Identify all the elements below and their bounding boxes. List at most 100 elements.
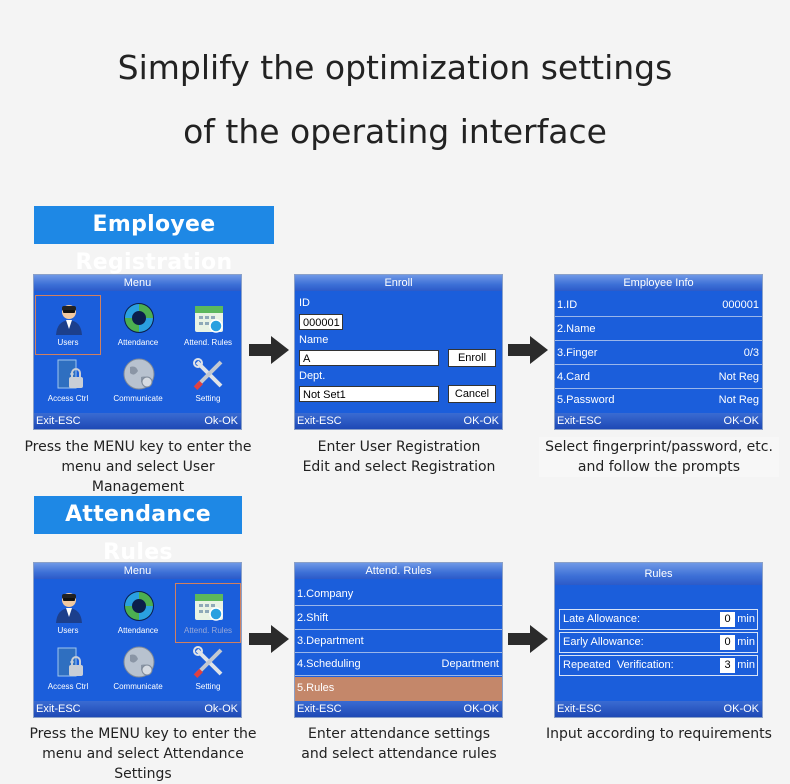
screen-footer: Exit-ESC OK-OK bbox=[295, 413, 502, 429]
globe-icon bbox=[123, 358, 155, 390]
ok-hint[interactable]: OK-OK bbox=[723, 703, 759, 715]
row-key: Repeated Verification: bbox=[563, 659, 674, 671]
rules-row-department[interactable]: 3.Department bbox=[295, 630, 502, 653]
unit-label: min bbox=[737, 613, 755, 625]
row-value: Not Reg bbox=[718, 371, 759, 383]
id-field[interactable]: 000001 bbox=[299, 314, 343, 330]
arrow-right-icon bbox=[249, 625, 289, 653]
rules-screen: Rules Late Allowance: 0 min Early Allowa… bbox=[554, 562, 763, 718]
menu-item-label: Setting bbox=[195, 394, 221, 403]
info-row-finger[interactable]: 3.Finger 0/3 bbox=[555, 342, 762, 365]
menu-item-communicate[interactable]: Communicate bbox=[106, 640, 170, 698]
globe-icon bbox=[123, 646, 155, 678]
exit-esc-hint[interactable]: Exit-ESC bbox=[36, 415, 81, 427]
early-allowance-row[interactable]: Early Allowance: 0 min bbox=[559, 632, 758, 653]
rules-row-company[interactable]: 1.Company bbox=[295, 583, 502, 606]
late-allowance-row[interactable]: Late Allowance: 0 min bbox=[559, 609, 758, 630]
ok-hint[interactable]: OK-OK bbox=[723, 415, 759, 427]
menu-item-label: Access Ctrl bbox=[47, 394, 89, 403]
cancel-button[interactable]: Cancel bbox=[448, 385, 496, 403]
arrow-right-icon bbox=[249, 336, 289, 364]
screen-title: Menu bbox=[34, 275, 241, 291]
menu-item-access-ctrl[interactable]: Access Ctrl bbox=[36, 640, 100, 698]
menu-item-users[interactable]: Users bbox=[36, 584, 100, 642]
repeated-verification-row[interactable]: Repeated Verification: 3 min bbox=[559, 655, 758, 676]
page-title-line-1: Simplify the optimization settings bbox=[117, 48, 673, 87]
section-label-registration: Employee Registration bbox=[34, 206, 274, 275]
exit-esc-hint[interactable]: Exit-ESC bbox=[557, 415, 602, 427]
menu-item-label: Attendance bbox=[117, 338, 159, 347]
unit-label: min bbox=[737, 659, 755, 671]
caption-line: Input according to requirements bbox=[546, 726, 772, 742]
menu-item-attendance[interactable]: Attendance bbox=[106, 584, 170, 642]
info-row-password[interactable]: 5.Password Not Reg bbox=[555, 389, 762, 412]
row-key: 1.Company bbox=[297, 588, 354, 600]
attendance-icon bbox=[124, 591, 154, 621]
menu-item-users[interactable]: Users bbox=[35, 295, 101, 355]
tools-icon bbox=[193, 358, 223, 390]
user-icon bbox=[56, 305, 82, 335]
rules-row-scheduling[interactable]: 4.Scheduling Department bbox=[295, 653, 502, 676]
dept-field[interactable]: Not Set1 bbox=[299, 386, 439, 402]
menu-item-label: Attend. Rules bbox=[183, 338, 233, 347]
info-row-card[interactable]: 4.Card Not Reg bbox=[555, 366, 762, 389]
screen-title: Attend. Rules bbox=[295, 563, 502, 579]
user-icon bbox=[56, 593, 82, 623]
menu-item-setting[interactable]: Setting bbox=[176, 640, 240, 698]
menu-item-communicate[interactable]: Communicate bbox=[106, 352, 170, 410]
screen-footer: Exit-ESC Ok-OK bbox=[34, 413, 241, 429]
rules-row-rules[interactable]: 5.Rules bbox=[295, 677, 502, 701]
ok-hint[interactable]: OK-OK bbox=[463, 415, 499, 427]
caption-step-2: Enter User Registration Edit and select … bbox=[279, 437, 519, 477]
menu-item-label: Users bbox=[57, 338, 79, 347]
info-row-id[interactable]: 1.ID 000001 bbox=[555, 294, 762, 317]
menu-item-setting[interactable]: Setting bbox=[176, 352, 240, 410]
early-allowance-input[interactable]: 0 bbox=[720, 635, 735, 650]
repeated-verification-input[interactable]: 3 bbox=[720, 658, 735, 673]
row-value: Department bbox=[441, 658, 499, 670]
ok-hint[interactable]: OK-OK bbox=[463, 703, 499, 715]
late-allowance-input[interactable]: 0 bbox=[720, 612, 735, 627]
row-key: 1.ID bbox=[557, 299, 578, 311]
row-value: Not Reg bbox=[718, 394, 759, 406]
exit-esc-hint[interactable]: Exit-ESC bbox=[557, 703, 602, 715]
caption-line: Edit and select Registration bbox=[302, 459, 496, 475]
page-title-line-2: of the operating interface bbox=[183, 112, 607, 151]
exit-esc-hint[interactable]: Exit-ESC bbox=[297, 415, 342, 427]
row-key: 3.Department bbox=[297, 635, 364, 647]
tools-icon bbox=[193, 646, 223, 678]
menu-item-label: Communicate bbox=[113, 394, 163, 403]
menu-item-attendance[interactable]: Attendance bbox=[106, 296, 170, 354]
attend-rules-screen: Attend. Rules 1.Company 2.Shift 3.Depart… bbox=[294, 562, 503, 718]
menu-screen: Menu Users Attendance Attend. Rules bbox=[33, 562, 242, 718]
caption-step-1: Press the MENU key to enter the menu and… bbox=[18, 437, 258, 497]
ok-hint[interactable]: Ok-OK bbox=[204, 703, 238, 715]
menu-item-access-ctrl[interactable]: Access Ctrl bbox=[36, 352, 100, 410]
info-row-name[interactable]: 2.Name bbox=[555, 318, 762, 341]
menu-item-label: Access Ctrl bbox=[47, 682, 89, 691]
caption-line: Select fingerprint/password, etc. bbox=[545, 439, 773, 455]
row-value: 000001 bbox=[722, 299, 759, 311]
screen-footer: Exit-ESC OK-OK bbox=[295, 701, 502, 717]
ok-hint[interactable]: Ok-OK bbox=[204, 415, 238, 427]
screen-footer: Exit-ESC Ok-OK bbox=[34, 701, 241, 717]
enroll-screen: Enroll ID 000001 Name A Enroll Dept. Not… bbox=[294, 274, 503, 430]
name-field[interactable]: A bbox=[299, 350, 439, 366]
caption-step-4: Press the MENU key to enter the menu and… bbox=[18, 724, 268, 784]
exit-esc-hint[interactable]: Exit-ESC bbox=[36, 703, 81, 715]
lock-icon bbox=[57, 647, 83, 677]
dept-label: Dept. bbox=[299, 370, 326, 382]
menu-item-attend-rules[interactable]: Attend. Rules bbox=[175, 583, 241, 643]
row-key: 5.Password bbox=[557, 394, 615, 406]
row-key: 4.Scheduling bbox=[297, 658, 361, 670]
menu-item-label: Attend. Rules bbox=[183, 626, 233, 635]
enroll-button[interactable]: Enroll bbox=[448, 349, 496, 367]
menu-item-attend-rules[interactable]: Attend. Rules bbox=[176, 296, 240, 354]
row-key: 3.Finger bbox=[557, 347, 598, 359]
exit-esc-hint[interactable]: Exit-ESC bbox=[297, 703, 342, 715]
calendar-icon bbox=[195, 306, 223, 333]
screen-footer: Exit-ESC OK-OK bbox=[555, 701, 762, 717]
rules-row-shift[interactable]: 2.Shift bbox=[295, 607, 502, 630]
caption-step-5: Enter attendance settings and select att… bbox=[279, 724, 519, 764]
screen-title: Rules bbox=[555, 563, 762, 585]
